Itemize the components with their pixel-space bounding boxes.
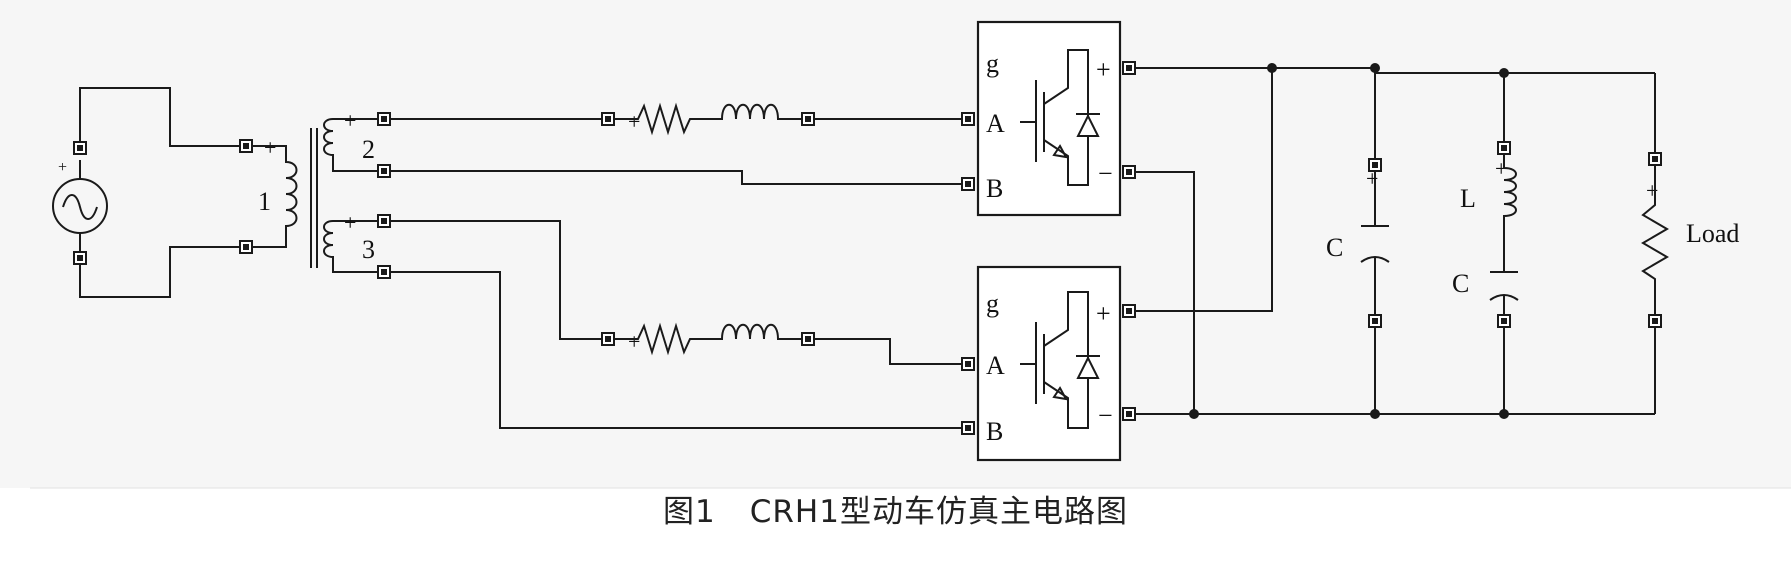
figure-caption: 图1 CRH1型动车仿真主电路图 bbox=[0, 486, 1791, 531]
converter1-port-a: A bbox=[986, 109, 1005, 138]
wire-source-bottom bbox=[79, 246, 240, 298]
converter2-port-b: B bbox=[986, 417, 1003, 446]
filter-inductor bbox=[1503, 154, 1517, 272]
converter1-port-g: g bbox=[986, 49, 999, 78]
load-zigzag bbox=[1641, 165, 1669, 315]
load-polarity-plus: + bbox=[1646, 178, 1658, 203]
secondary3-polarity-plus: + bbox=[344, 210, 356, 235]
source-polarity-plus: + bbox=[58, 159, 67, 176]
diagram-background bbox=[0, 0, 1791, 488]
wire-conv1-minus bbox=[1135, 171, 1195, 414]
transformer[interactable]: + 1 + 2 + 3 bbox=[239, 108, 383, 273]
figure-number: 图1 bbox=[663, 494, 716, 530]
dc-link-capacitor[interactable]: + bbox=[1360, 68, 1390, 414]
capacitor2-label: C bbox=[1452, 269, 1469, 298]
load-resistor[interactable]: + bbox=[1641, 152, 1669, 328]
resistor-inductor-2 bbox=[614, 322, 808, 356]
wire-s3minus-to-conv2-b bbox=[390, 271, 962, 429]
secondary3-winding-label: 3 bbox=[362, 235, 375, 264]
secondary-coil-2 bbox=[323, 118, 383, 172]
primary-coil bbox=[252, 145, 298, 248]
secondary-coil-3 bbox=[323, 220, 383, 273]
load-label: Load bbox=[1686, 219, 1739, 248]
converter-block-2[interactable]: g A B + − bbox=[976, 265, 1122, 462]
converter1-port-b: B bbox=[986, 174, 1003, 203]
inductor-label: L bbox=[1460, 184, 1476, 213]
wire-conv2-plus bbox=[1135, 68, 1273, 312]
rl1-polarity-plus: + bbox=[628, 109, 640, 134]
converter1-port-plus: + bbox=[1096, 55, 1111, 84]
capacitor1-label: C bbox=[1326, 233, 1343, 262]
secondary2-polarity-plus: + bbox=[344, 108, 356, 133]
ac-voltage-source[interactable]: + bbox=[52, 159, 108, 252]
primary-winding-label: 1 bbox=[258, 187, 271, 216]
converter-block-1[interactable]: g A B + − bbox=[976, 20, 1122, 217]
wire-s3-to-rl2 bbox=[390, 220, 602, 340]
converter2-port-a: A bbox=[986, 351, 1005, 380]
primary-polarity-plus: + bbox=[264, 135, 276, 160]
wire-source-top bbox=[79, 87, 240, 147]
rl2-polarity-plus: + bbox=[628, 329, 640, 354]
cap1-polarity-plus: + bbox=[1366, 166, 1378, 191]
secondary2-winding-label: 2 bbox=[362, 135, 375, 164]
igbt-diode-icon bbox=[1020, 291, 1100, 429]
series-rl-branch-1[interactable]: + bbox=[601, 102, 815, 136]
wire-rl2-to-conv2-a bbox=[814, 338, 962, 365]
lc-resonant-filter[interactable]: + bbox=[1489, 73, 1519, 414]
wire-s2minus-to-conv1-b bbox=[390, 170, 962, 185]
converter2-port-minus: − bbox=[1098, 401, 1113, 430]
figure-title: CRH1型动车仿真主电路图 bbox=[749, 494, 1128, 530]
series-rl-branch-2[interactable]: + bbox=[601, 322, 815, 356]
junction-pos-1 bbox=[1267, 63, 1277, 73]
junction-neg-1 bbox=[1189, 409, 1199, 419]
resistor-inductor-1 bbox=[614, 102, 808, 136]
converter1-port-minus: − bbox=[1098, 159, 1113, 188]
converter2-port-plus: + bbox=[1096, 299, 1111, 328]
igbt-diode-icon bbox=[1020, 49, 1100, 186]
converter2-port-g: g bbox=[986, 289, 999, 318]
